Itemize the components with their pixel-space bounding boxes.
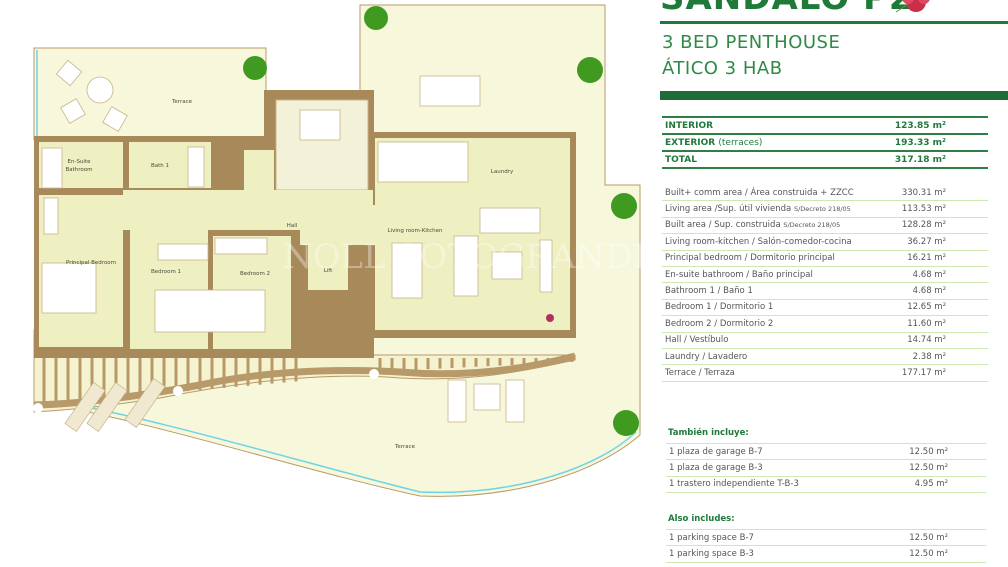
area-row: Built+ comm area / Área construida + ZZC… [662, 185, 988, 202]
area-row: Principal bedroom / Dormitorio principal… [662, 250, 988, 267]
subtitle-es: ÁTICO 3 HAB [662, 58, 783, 79]
label-ensuite-2: Bathroom [65, 167, 92, 173]
area-row: Living room-kitchen / Salón-comedor-coci… [662, 233, 988, 251]
subtitle-en: 3 BED PENTHOUSE [662, 32, 841, 53]
header-bar [660, 91, 1008, 100]
area-row: Built area / Sup. construida S/Decreto 2… [662, 217, 988, 235]
label-bedroom1: Bedroom 1 [151, 269, 181, 275]
property-title: SANDALO P2 [660, 0, 914, 18]
label-bath1: Bath 1 [151, 163, 169, 169]
label-hall: Hall [287, 223, 298, 229]
label-lift: Lift [324, 268, 333, 274]
areas-table: Built+ comm area / Área construida + ZZC… [662, 185, 988, 382]
includes-en-heading: Also includes: [668, 514, 735, 524]
includes-es-heading: También incluye: [668, 428, 749, 438]
flower-icon [895, 0, 930, 13]
room-laundry [478, 142, 526, 182]
area-row: Living area /Sup. útil vivienda S/Decret… [662, 200, 988, 218]
info-panel: SANDALO P2 3 BED PENTHOUSE ÁTICO 3 HAB I… [660, 0, 1008, 567]
room-lift [308, 244, 348, 290]
watermark: NOLL SOTOGRANDE [283, 237, 657, 277]
table-row: EXTERIOR (terraces)193.33 m² [662, 133, 988, 151]
label-laundry: Laundry [491, 169, 514, 175]
floor-plan: Terrace En-Suite Bathroom Bath 1 Princip… [33, 4, 657, 497]
terrace-top-left [33, 47, 267, 141]
divider [660, 21, 1008, 24]
plant-icon [243, 6, 639, 436]
label-terrace-bottom: Terrace [394, 444, 416, 450]
label-terrace-top: Terrace [171, 99, 193, 105]
label-principal: Principal Bedroom [66, 260, 116, 266]
label-ensuite: En-Suite [68, 159, 92, 165]
label-bedroom2: Bedroom 2 [240, 271, 270, 277]
label-living: Living room-Kitchen [388, 228, 443, 234]
